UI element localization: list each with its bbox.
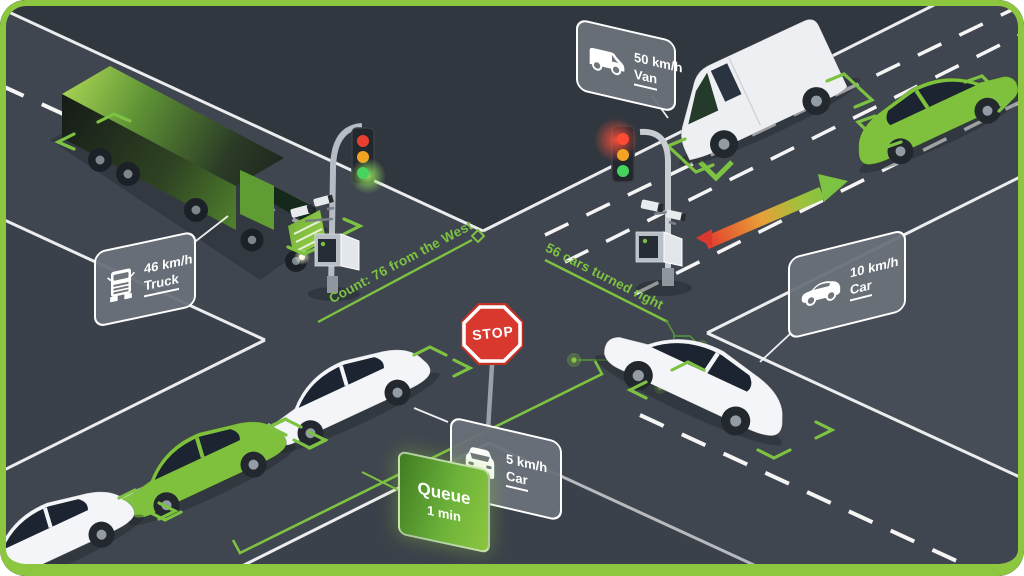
truck-speed-label: 46 km/h Truck: [94, 230, 196, 328]
truck-icon: [107, 268, 135, 303]
signal-head: [350, 127, 386, 194]
detection-brackets: [54, 72, 1011, 522]
truck: [50, 66, 331, 280]
van-speed-label: 50 km/h Van: [576, 18, 682, 114]
cctv-camera-icon: [665, 209, 687, 226]
car-queue-type-value: Car: [506, 467, 528, 493]
queue-sign-title: Queue: [417, 477, 471, 509]
signal-head: [594, 118, 638, 183]
turned-right-line: [544, 258, 669, 324]
van-icon: [589, 47, 625, 76]
car-right-speed-value: 10 km/h: [850, 253, 899, 281]
traffic-light-left: [290, 123, 386, 301]
queue-sign-leader: [361, 471, 399, 491]
cctv-camera-icon: [640, 199, 669, 216]
count-line-diamond: [470, 228, 486, 244]
car-icon: [801, 281, 841, 306]
stop-sign: [460, 303, 523, 440]
cctv-camera-icon: [290, 204, 334, 223]
label-leader-lines: [191, 95, 791, 423]
control-cabinet: [635, 231, 683, 267]
traffic-light-right: [594, 118, 692, 296]
car-right-speed-label: 10 km/h Car: [788, 228, 906, 340]
cctv-camera-icon: [313, 194, 335, 211]
count-line: [317, 238, 473, 324]
van-type-value: Van: [634, 65, 658, 92]
red-arrow-mark: [696, 229, 712, 247]
control-cabinet: [314, 233, 360, 271]
car-right-type-value: Car: [850, 276, 872, 302]
speed-gradient-arrow: [703, 174, 848, 249]
